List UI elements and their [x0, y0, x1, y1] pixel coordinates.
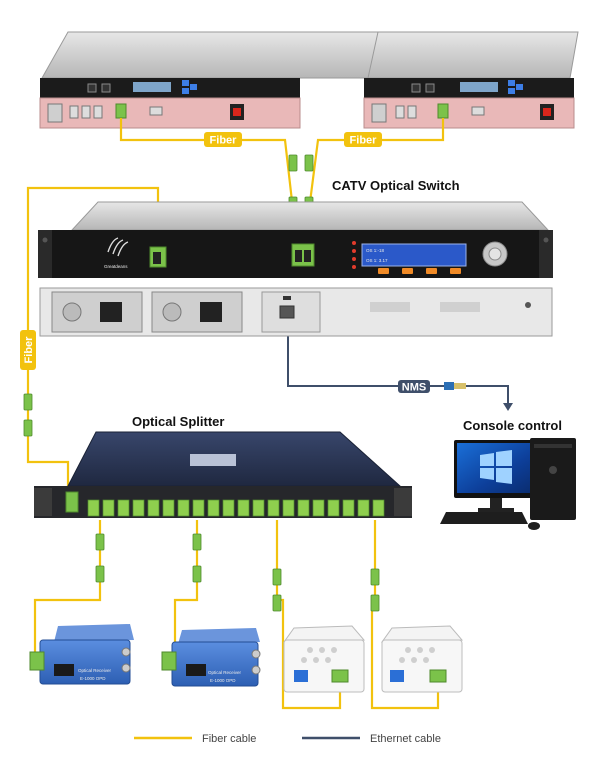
- rack-ear-right: [539, 230, 553, 278]
- optical-receiver-2: Optical Receiver E-1000 OPD: [161, 628, 261, 687]
- rj45-plug-icon: [444, 382, 454, 390]
- receiver-lcd: [186, 664, 206, 676]
- fan-icon: [162, 302, 182, 322]
- fiber-port-icon: [115, 103, 127, 119]
- switch-lcd-line2: OS 1: 3.17: [366, 258, 388, 263]
- fiber-port-icon: [331, 669, 349, 683]
- rack-ear-right: [394, 488, 412, 516]
- mouse: [528, 522, 540, 530]
- fiber-tag-label: Fiber: [23, 336, 35, 364]
- switch-brand-text: Greatdeans: [104, 264, 128, 269]
- fiber-tag-label: Fiber: [350, 135, 378, 147]
- switch-lcd-line1: OS 1:-18: [366, 248, 385, 253]
- fiber-port-icon: [437, 103, 449, 119]
- receiver-model-text: E-1000 OPD: [80, 676, 106, 681]
- optical-receiver-1: Optical Receiver E-1000 OPD: [29, 624, 134, 685]
- status-leds: [352, 241, 356, 269]
- receiver-model-text: E-1000 OPD: [210, 678, 236, 683]
- fiber-line-out-2: [173, 520, 199, 660]
- ethernet-port-icon: [279, 305, 295, 319]
- keypad-icon: [182, 80, 189, 86]
- ethernet-port-icon: [390, 670, 404, 682]
- ethernet-line-nms: [287, 330, 509, 405]
- brand-logo-icon: [107, 237, 129, 257]
- switch-title: CATV Optical Switch: [332, 178, 460, 193]
- ground-icon: [525, 302, 531, 308]
- ethernet-cables: [287, 330, 513, 411]
- receiver-lcd: [54, 664, 74, 676]
- fiber-tag-label: Fiber: [210, 135, 238, 147]
- splitter-input-port: [65, 491, 79, 513]
- fiber-line-right-transmitter: [307, 118, 445, 211]
- switch-lcd: [361, 243, 467, 267]
- receiver-lcd-text: Optical Receiver: [208, 670, 242, 675]
- transmitter-rear-panel: [39, 97, 301, 129]
- splitter-title: Optical Splitter: [132, 414, 224, 429]
- nms-tag-label: NMS: [402, 382, 426, 394]
- coax-port-icon: [121, 663, 131, 673]
- fiber-line-out-4: [370, 520, 440, 710]
- splitter-output-ports: [87, 499, 385, 517]
- switch-keypad-buttons: [378, 268, 461, 274]
- receiver-lcd-text: Optical Receiver: [78, 668, 112, 673]
- optical-transmitter-right: [363, 31, 579, 129]
- arrow-down-icon: [503, 403, 513, 411]
- rack-ear-left: [38, 230, 52, 278]
- switch-top-cover: [70, 201, 550, 231]
- coax-port-icon: [251, 665, 261, 675]
- fiber-line-out-1: [33, 520, 102, 660]
- fiber-terminal-box-2: [381, 625, 464, 693]
- fiber-tag-vertical: Fiber: [20, 330, 36, 370]
- legend-fiber-label: Fiber cable: [202, 733, 256, 745]
- transmitter-lcd: [133, 82, 171, 92]
- fiber-port-icon: [429, 669, 447, 683]
- fiber-tag-right: Fiber: [344, 132, 382, 147]
- legend-ethernet-label: Ethernet cable: [370, 733, 441, 745]
- coax-port-icon: [251, 649, 261, 659]
- ethernet-port-icon: [294, 670, 308, 682]
- fiber-cables: [26, 118, 445, 710]
- keypad-icon: [508, 80, 515, 86]
- rack-ear-left: [34, 488, 52, 516]
- power-socket-icon: [100, 302, 122, 322]
- fan-icon: [62, 302, 82, 322]
- console-title: Console control: [463, 418, 562, 433]
- keyboard: [440, 512, 528, 524]
- nms-tag: NMS: [398, 380, 466, 394]
- computer-console: [440, 438, 576, 530]
- legend: Fiber cable Ethernet cable: [134, 733, 441, 745]
- fiber-line-left-transmitter: [119, 118, 295, 211]
- fiber-line-out-3: [275, 520, 342, 710]
- fiber-terminal-box-1: [283, 625, 366, 693]
- transmitter-lcd: [460, 82, 498, 92]
- receiver-fiber-port: [161, 651, 177, 671]
- windows-logo-icon: [480, 450, 512, 484]
- fiber-tag-left: Fiber: [204, 132, 242, 147]
- power-socket-icon: [200, 302, 222, 322]
- catv-optical-switch: Greatdeans OS 1:-18 OS 1: 3.17: [38, 201, 553, 337]
- fiber-line-switch-to-splitter: [26, 186, 160, 498]
- monitor-screen: [457, 443, 533, 493]
- splitter-label-plate: [190, 454, 236, 466]
- optical-splitter: [34, 431, 412, 518]
- receiver-fiber-port: [29, 651, 45, 671]
- coax-port-icon: [121, 647, 131, 657]
- pc-tower: [530, 438, 576, 520]
